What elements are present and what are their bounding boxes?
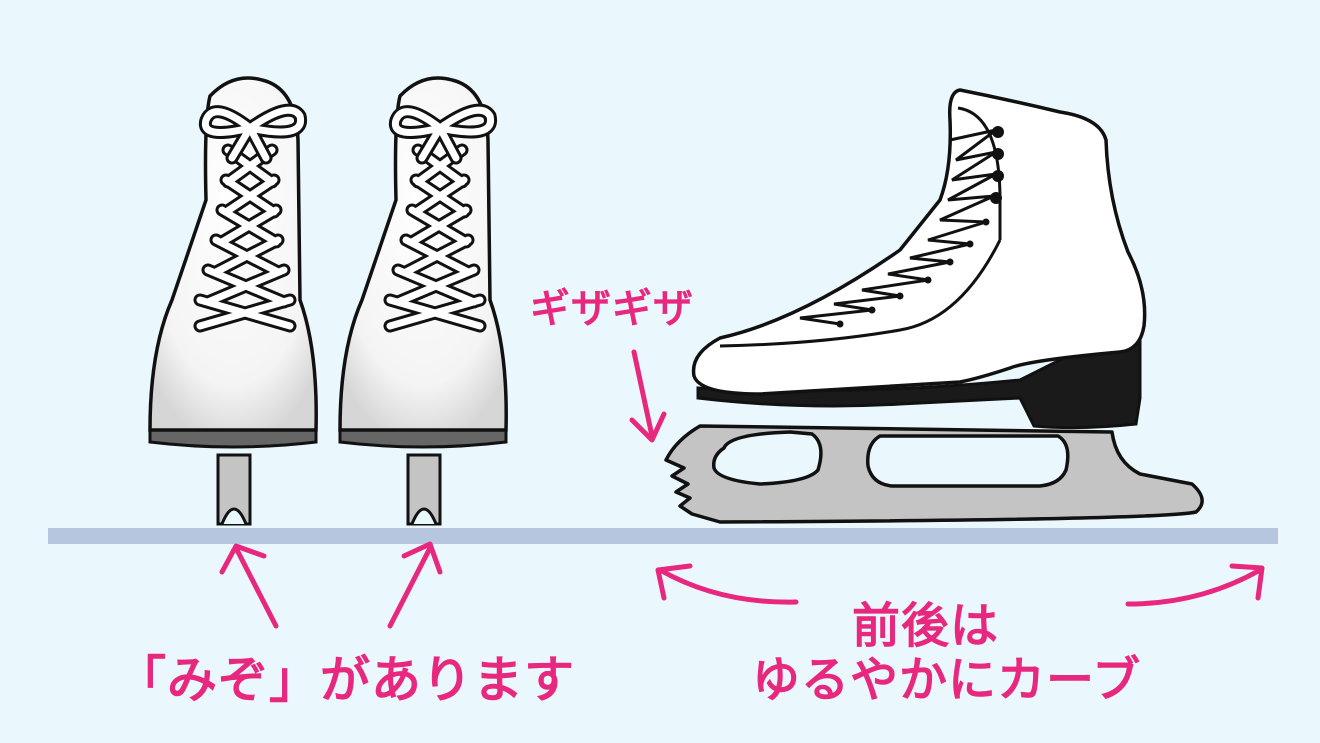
front-view-skate-right bbox=[338, 76, 508, 526]
blade-stem bbox=[216, 453, 252, 526]
groove-label: 「みぞ」があります bbox=[116, 651, 575, 709]
front-view-skate-left bbox=[148, 76, 318, 526]
blade-groove bbox=[410, 507, 438, 525]
boot-tongue-seam bbox=[719, 106, 1002, 348]
eyelets bbox=[836, 126, 1004, 328]
boot-body bbox=[691, 88, 1147, 396]
arrow-serrated bbox=[629, 349, 667, 443]
blade-cutout-rear bbox=[866, 434, 1070, 488]
curve-label-line1: 前後は bbox=[852, 598, 1000, 654]
blade-stem bbox=[406, 453, 442, 526]
arrow-groove-right bbox=[387, 541, 443, 629]
blade-cutout-front bbox=[711, 430, 823, 486]
ice-surface-line bbox=[48, 528, 1278, 544]
serrated-edge-label: ギザギザ bbox=[530, 286, 694, 332]
side-view-skate bbox=[664, 88, 1204, 524]
arrow-groove-left bbox=[219, 543, 279, 629]
laces bbox=[799, 128, 997, 326]
blade-groove bbox=[220, 507, 248, 525]
lace-bow bbox=[198, 103, 308, 165]
arrow-curve-front bbox=[655, 563, 799, 605]
curve-label-line2: ゆるやかにカーブ bbox=[752, 652, 1142, 708]
annotation-arrows bbox=[219, 349, 1265, 629]
lace-bow bbox=[388, 103, 498, 165]
arrow-curve-rear bbox=[1125, 563, 1265, 607]
